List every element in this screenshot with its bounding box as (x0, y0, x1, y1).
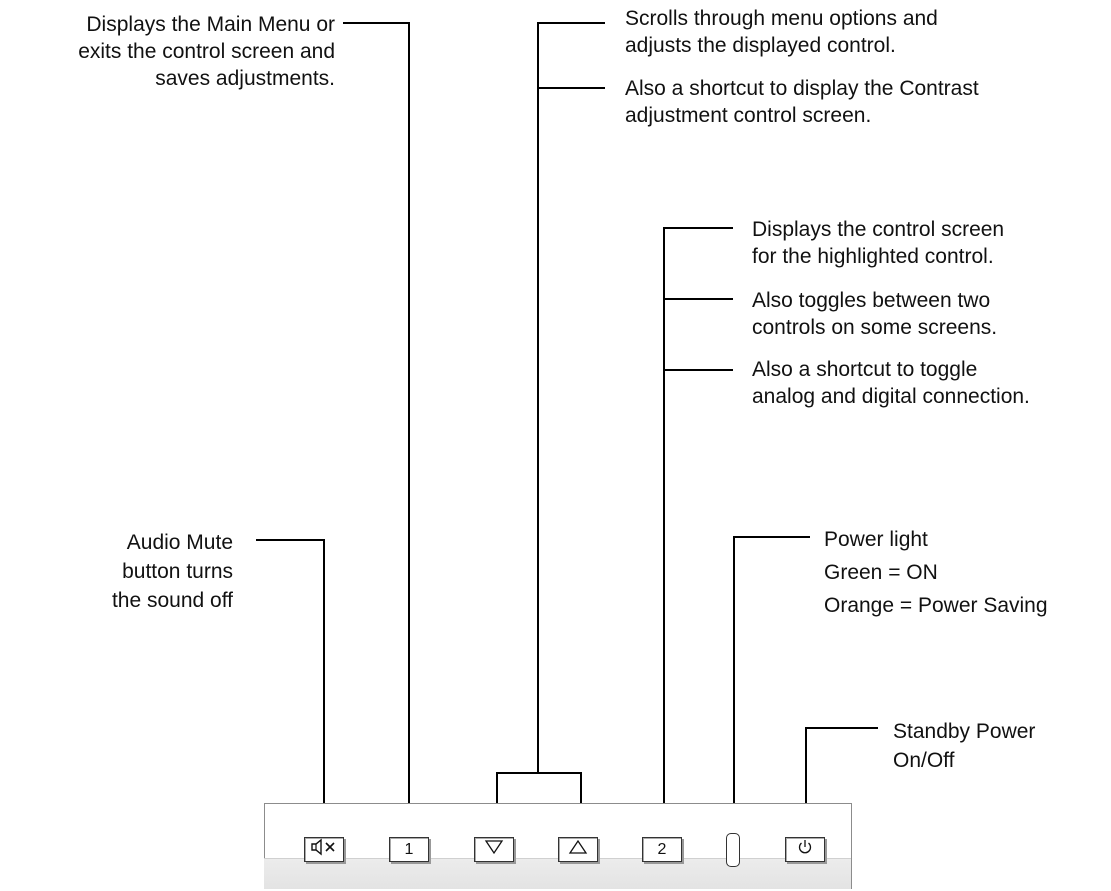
button-1-label: 1 (404, 840, 414, 858)
contrast-callout-line: Also a shortcut to display the Contrast (625, 77, 979, 100)
down-button[interactable] (474, 837, 514, 862)
power-light-callout-line: Orange = Power Saving (824, 594, 1048, 617)
standby-callout-line: On/Off (893, 749, 955, 772)
main-menu-callout-line: exits the control screen and (78, 40, 335, 63)
main-menu-callout: Displays the Main Menu or exits the cont… (78, 11, 335, 92)
power-icon (796, 838, 814, 861)
audio-mute-callout-line: the sound off (111, 589, 233, 612)
leader-line-toggle-controls (663, 298, 733, 300)
power-light-callout: Power light Green = ON Orange = Power Sa… (824, 523, 1048, 622)
arrow-bracket (580, 772, 582, 807)
main-menu-callout-line: Displays the Main Menu or (86, 13, 335, 36)
toggle-controls-callout-line: controls on some screens. (752, 316, 998, 339)
standby-callout: Standby Power On/Off (893, 717, 1035, 775)
toggle-connection-callout: Also a shortcut to toggle analog and dig… (752, 356, 1030, 410)
leader-line-contrast (537, 87, 605, 89)
leader-line-standby (805, 727, 878, 729)
power-light-callout-line: Power light (824, 528, 928, 551)
standby-callout-line: Standby Power (893, 720, 1036, 743)
leader-line-scroll (537, 22, 605, 24)
button-2[interactable]: 2 (642, 837, 682, 862)
leader-line-toggle-connection (663, 369, 733, 371)
control-panel-edge (264, 858, 851, 889)
contrast-callout: Also a shortcut to display the Contrast … (625, 75, 979, 129)
button-1[interactable]: 1 (389, 837, 429, 862)
triangle-up-icon (568, 839, 588, 860)
leader-line-audio-mute (323, 539, 325, 807)
leader-line-control-screen (663, 227, 733, 229)
standby-power-button[interactable] (785, 837, 825, 862)
arrow-bracket (496, 772, 498, 807)
control-screen-callout: Displays the control screen for the high… (752, 216, 1004, 270)
audio-mute-button[interactable] (304, 837, 344, 862)
audio-mute-callout: Audio Mute button turns the sound off (112, 528, 233, 615)
audio-mute-callout-line: button turns (122, 560, 233, 583)
control-screen-callout-line: Displays the control screen (752, 218, 1005, 241)
contrast-callout-line: adjustment control screen. (625, 104, 872, 127)
toggle-controls-callout: Also toggles between two controls on som… (752, 287, 997, 341)
up-button[interactable] (558, 837, 598, 862)
control-screen-callout-line: for the highlighted control. (752, 245, 994, 268)
scroll-callout-line: adjusts the displayed control. (625, 34, 896, 57)
toggle-connection-callout-line: Also a shortcut to toggle (752, 358, 978, 381)
arrow-bracket (496, 772, 581, 774)
scroll-callout-line: Scrolls through menu options and (625, 7, 938, 30)
leader-line-power-light (733, 536, 810, 538)
leader-line-main-menu (408, 22, 410, 807)
leader-line-power-light (733, 536, 735, 807)
toggle-connection-callout-line: analog and digital connection. (752, 385, 1030, 408)
leader-line-audio-mute (256, 539, 324, 541)
power-light-callout-line: Green = ON (824, 561, 938, 584)
audio-mute-callout-line: Audio Mute (126, 531, 233, 554)
leader-line-main-menu (343, 22, 409, 24)
leader-line-standby (805, 727, 807, 807)
toggle-controls-callout-line: Also toggles between two (752, 289, 991, 312)
leader-line-button-2 (663, 227, 665, 807)
power-light (726, 833, 740, 867)
main-menu-callout-line: saves adjustments. (155, 67, 335, 90)
triangle-down-icon (484, 839, 504, 860)
button-2-label: 2 (657, 840, 667, 858)
leader-line-scroll (537, 22, 539, 773)
scroll-callout: Scrolls through menu options and adjusts… (625, 5, 938, 59)
speaker-mute-icon (309, 838, 339, 861)
